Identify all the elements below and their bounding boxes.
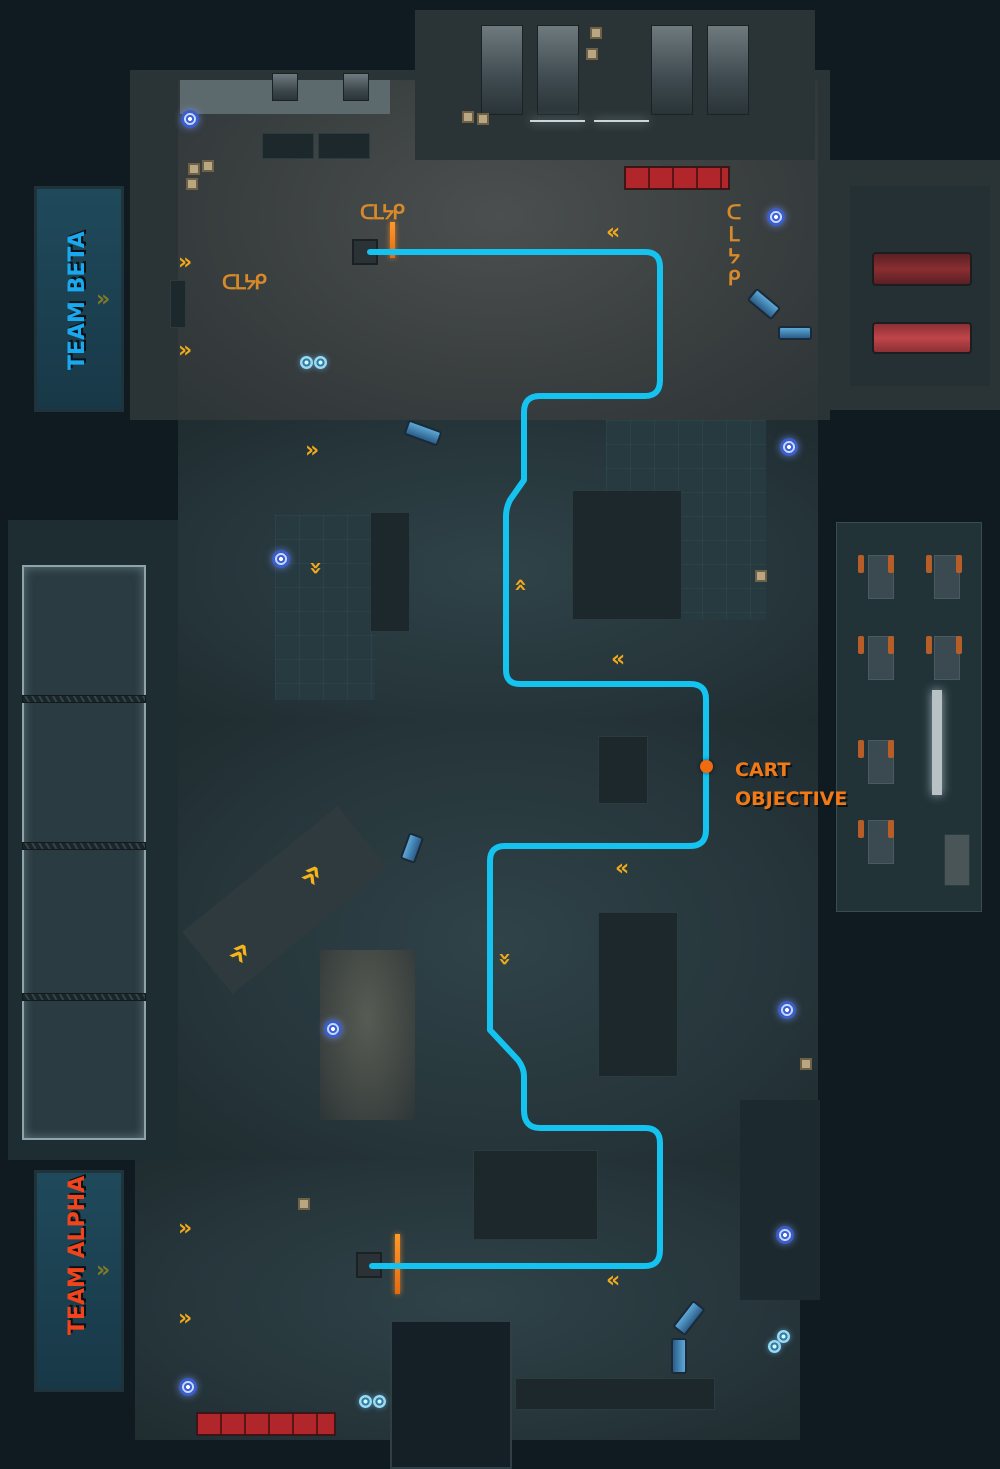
- table: [934, 555, 960, 599]
- central-structure: [572, 490, 682, 620]
- red-vehicle: [872, 252, 972, 286]
- direction-arrow-right-icon: »: [178, 250, 193, 275]
- supply-pod-icon: [359, 1395, 372, 1408]
- planter: [318, 133, 370, 159]
- table: [868, 636, 894, 680]
- target-icon: [767, 208, 785, 226]
- red-barrier: [196, 1412, 336, 1436]
- objective-label-line1: CART: [735, 759, 791, 781]
- bench: [888, 820, 894, 838]
- red-vehicle: [872, 322, 972, 354]
- hangar-bay-4: [707, 25, 749, 115]
- crate-icon: [186, 178, 198, 190]
- bench: [858, 740, 864, 758]
- spawn-glyph-decal: ᑕᒪᔭᑭ: [360, 200, 405, 224]
- cafeteria-mat: [944, 834, 970, 886]
- hangar-bay-1: [481, 25, 523, 115]
- hangar-bay-3: [651, 25, 693, 115]
- target-icon: [179, 1378, 197, 1396]
- bench: [956, 636, 962, 654]
- target-icon: [780, 438, 798, 456]
- planter: [262, 133, 314, 159]
- bench: [858, 820, 864, 838]
- direction-arrow-left-icon: «: [615, 856, 630, 881]
- escalator-block: [370, 512, 410, 632]
- warehouse-truss: [22, 993, 146, 1001]
- direction-arrow-left-icon: «: [606, 1268, 621, 1293]
- mid-block: [598, 736, 648, 804]
- gate-icon: [390, 222, 395, 258]
- warehouse-truss: [22, 842, 146, 850]
- red-barrier: [624, 166, 730, 190]
- supply-pod-icon: [768, 1340, 781, 1353]
- vehicle-icon: [778, 326, 812, 340]
- crate-icon: [477, 113, 489, 125]
- bench: [956, 555, 962, 573]
- target-icon: [181, 110, 199, 128]
- direction-arrow-left-icon: «: [611, 647, 626, 672]
- bench: [888, 636, 894, 654]
- target-icon: [778, 1001, 796, 1019]
- wall-unit: [343, 73, 369, 101]
- crate-icon: [590, 27, 602, 39]
- bench: [926, 555, 932, 573]
- bench: [858, 636, 864, 654]
- center-block: [598, 912, 678, 1077]
- direction-arrow-left-icon: «: [606, 220, 621, 245]
- hangar-bay-2: [537, 25, 579, 115]
- team-beta-spawn-room: [34, 186, 124, 412]
- west-warehouse-floor: [22, 565, 146, 1140]
- spawn-exit-arrow-icon: »: [96, 287, 111, 312]
- crate-icon: [586, 48, 598, 60]
- hangar-lane-marking: [594, 120, 649, 122]
- objective-label: CART OBJECTIVE: [735, 756, 847, 814]
- wall-column: [170, 280, 186, 328]
- bench: [888, 740, 894, 758]
- crate-icon: [462, 111, 474, 123]
- team-alpha-spawn-room: [34, 1170, 124, 1392]
- target-icon: [776, 1226, 794, 1244]
- supply-pod-icon: [777, 1330, 790, 1343]
- spawn-glyph-decal: ᑕᒪᔭᑭ: [722, 200, 746, 288]
- west-annex: [275, 515, 375, 700]
- south-east-wall: [740, 1100, 820, 1300]
- supply-pod-icon: [373, 1395, 386, 1408]
- crate-icon: [755, 570, 767, 582]
- direction-arrow-down-icon: »: [492, 951, 518, 967]
- crate-icon: [202, 160, 214, 172]
- objective-label-line2: OBJECTIVE: [735, 788, 848, 810]
- direction-arrow-right-icon: »: [305, 438, 320, 463]
- objective-marker-icon: [700, 760, 713, 773]
- direction-arrow-right-icon: »: [178, 1306, 193, 1331]
- supply-pod-icon: [300, 356, 313, 369]
- south-entry: [390, 1320, 512, 1469]
- wall-unit: [272, 73, 298, 101]
- serving-counter: [932, 690, 942, 795]
- spawn-exit-arrow-icon: »: [96, 1258, 111, 1283]
- target-icon: [272, 550, 290, 568]
- south-structure: [473, 1150, 598, 1240]
- table: [934, 636, 960, 680]
- crate-icon: [800, 1058, 812, 1070]
- crate-icon: [188, 163, 200, 175]
- south-machines: [515, 1378, 715, 1410]
- bench: [858, 555, 864, 573]
- bench: [888, 555, 894, 573]
- target-icon: [324, 1020, 342, 1038]
- crate-icon: [298, 1198, 310, 1210]
- direction-arrow-right-icon: »: [178, 1216, 193, 1241]
- warehouse-truss: [22, 695, 146, 703]
- bench: [926, 636, 932, 654]
- direction-arrow-up-icon: »: [508, 577, 534, 593]
- supply-pod-icon: [314, 356, 327, 369]
- hangar-lane-marking: [530, 120, 585, 122]
- spawn-glyph-decal: ᑕᒪᔭᑭ: [222, 270, 267, 294]
- cart-endpoint-beta: [352, 239, 378, 265]
- direction-arrow-right-icon: »: [178, 338, 193, 363]
- direction-arrow-down-icon: »: [303, 560, 329, 576]
